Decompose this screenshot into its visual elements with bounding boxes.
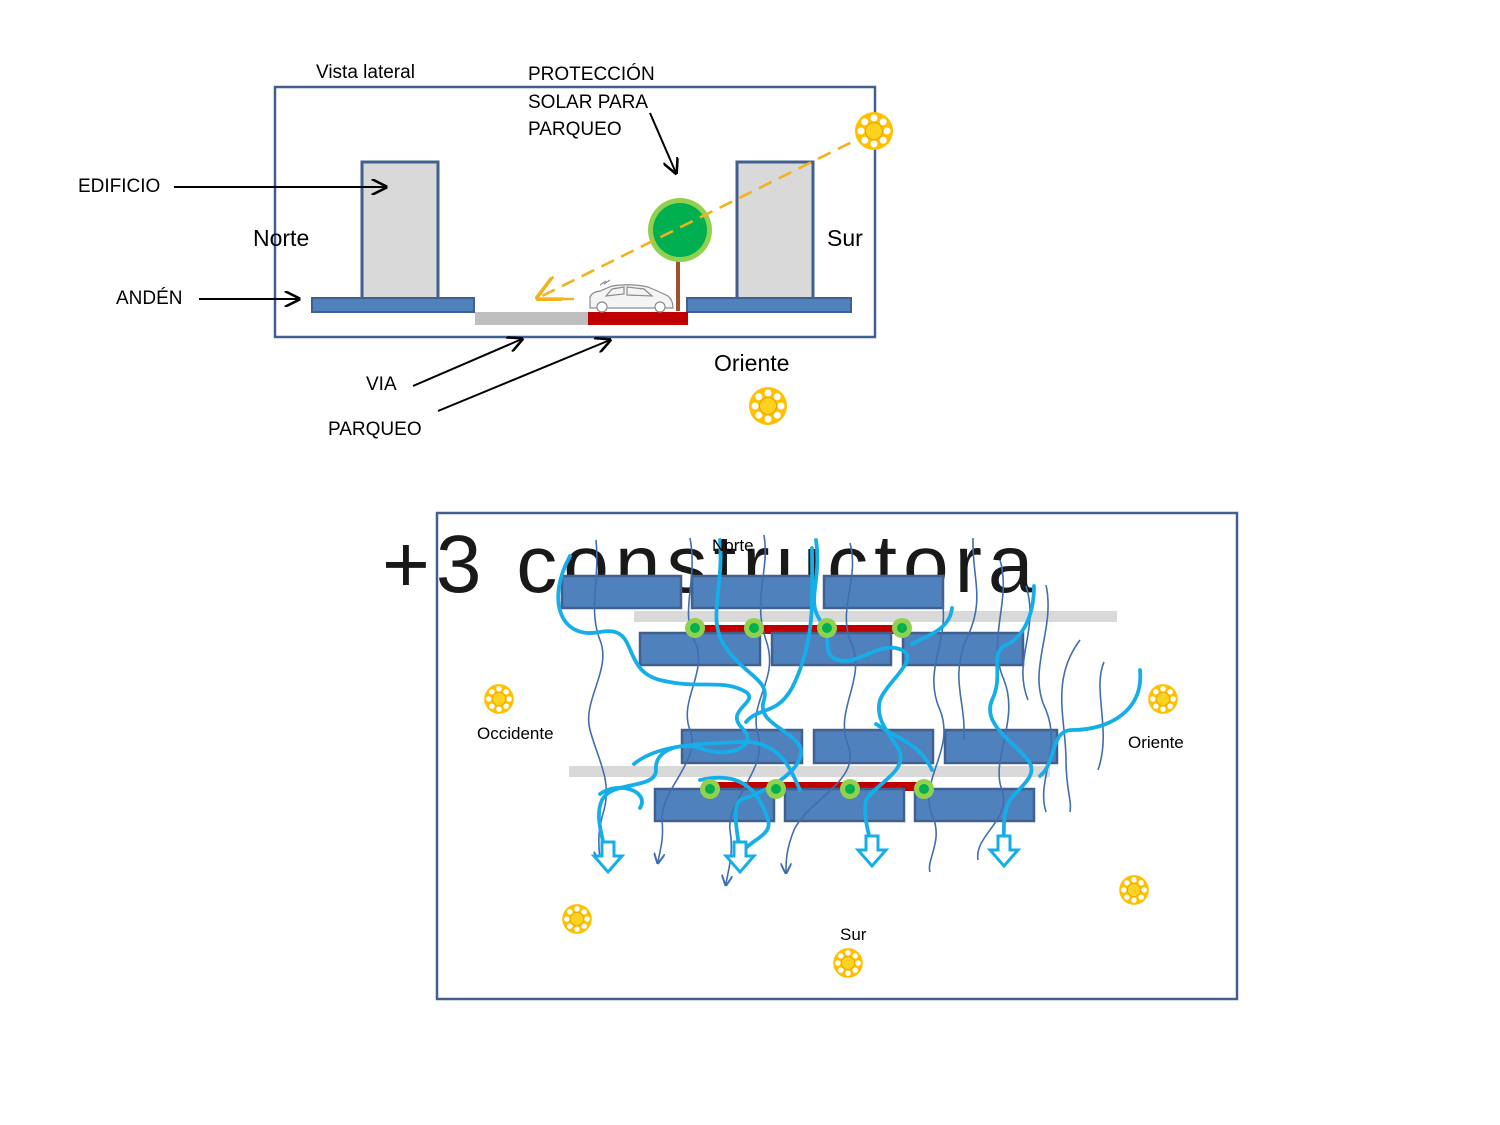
label-road: VIA <box>366 374 397 395</box>
building-south <box>735 160 815 302</box>
sun-icon <box>1147 683 1179 715</box>
arrow-parking <box>437 340 610 412</box>
block <box>560 574 683 610</box>
block <box>822 574 945 610</box>
arrow-solar-protection <box>649 112 676 173</box>
plan-label-south: Sur <box>840 925 867 944</box>
label-east: Oriente <box>714 350 789 376</box>
label-solar-protection-2: SOLAR PARA <box>528 92 648 113</box>
tree-icon <box>817 618 837 638</box>
sun-icon <box>854 111 894 151</box>
sun-icon <box>483 683 515 715</box>
wind-flow-dark <box>587 534 1105 884</box>
building-blocks <box>560 574 1059 823</box>
arrow-icon <box>988 834 1020 868</box>
sun-icon <box>748 386 788 426</box>
label-building: EDIFICIO <box>78 176 160 197</box>
parking-strip <box>588 312 688 325</box>
sidewalk-north <box>311 297 475 313</box>
label-solar-protection-1: PROTECCIÓN <box>528 63 655 85</box>
road-south <box>569 766 1050 777</box>
road-north <box>634 611 1117 622</box>
label-solar-protection-3: PARQUEO <box>528 119 622 140</box>
arrow-road <box>412 339 522 387</box>
sun-ray <box>538 131 871 298</box>
arrow-icon <box>856 834 888 868</box>
plan-label-north: Norte <box>712 536 754 555</box>
wind-flow-light <box>556 538 1143 860</box>
road <box>475 312 588 325</box>
parking-strip-south <box>706 782 928 791</box>
side-view-title: Vista lateral <box>316 62 415 83</box>
label-parking: PARQUEO <box>328 419 422 440</box>
tree-icon <box>685 618 705 638</box>
sun-icon <box>561 903 593 935</box>
sun-icon <box>1118 874 1150 906</box>
tree-icon <box>700 779 720 799</box>
block <box>690 574 814 610</box>
label-sidewalk: ANDÉN <box>116 288 183 309</box>
building-north <box>360 160 440 302</box>
tree-icon <box>648 198 712 311</box>
parking-strip-north <box>692 625 904 634</box>
sun-icon <box>832 947 864 979</box>
tree-icon <box>914 779 934 799</box>
sidewalk-south <box>686 297 852 313</box>
plan-view: +3 constructora <box>382 511 1239 1001</box>
side-view: Vista lateral EDIFICIO AN <box>78 62 894 440</box>
car-icon <box>589 279 674 313</box>
label-north: Norte <box>253 225 309 251</box>
plan-label-west: Occidente <box>477 724 554 743</box>
side-view-frame <box>273 85 877 339</box>
block <box>913 787 1036 823</box>
plan-view-frame <box>435 511 1239 1001</box>
tree-icon <box>840 779 860 799</box>
block <box>638 631 762 667</box>
plan-label-east: Oriente <box>1128 733 1184 752</box>
tree-icon <box>766 779 786 799</box>
tree-icon <box>892 618 912 638</box>
block <box>770 631 893 667</box>
label-south: Sur <box>827 225 863 251</box>
tree-icon <box>744 618 764 638</box>
